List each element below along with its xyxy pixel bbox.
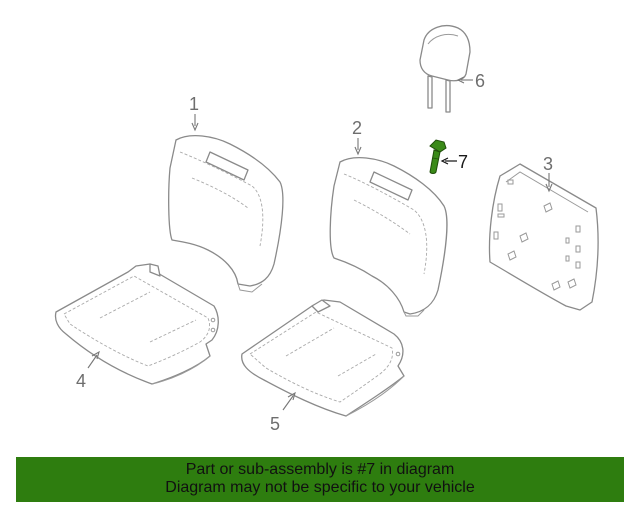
callout-2: 2 xyxy=(352,118,362,138)
banner-line-2: Diagram may not be specific to your vehi… xyxy=(165,479,475,496)
headrest-guide-highlighted[interactable] xyxy=(429,139,447,174)
leader-lines xyxy=(87,76,553,411)
banner-line-1: Part or sub-assembly is #7 in diagram xyxy=(185,461,455,478)
info-banner: Part or sub-assembly is #7 in diagram Di… xyxy=(16,457,624,502)
seat-back-panel[interactable] xyxy=(488,163,599,311)
seat-cushion-right[interactable] xyxy=(241,299,405,417)
callout-4: 4 xyxy=(76,371,86,391)
seat-back-right[interactable] xyxy=(329,156,448,317)
seat-back-left[interactable] xyxy=(168,134,284,293)
parts-diagram: 1 2 3 4 5 6 7 xyxy=(54,25,599,434)
callout-7: 7 xyxy=(458,152,468,172)
headrest[interactable] xyxy=(419,25,471,113)
callout-5: 5 xyxy=(270,414,280,434)
seat-cushion-left[interactable] xyxy=(54,263,219,385)
callout-1: 1 xyxy=(189,94,199,114)
callout-3: 3 xyxy=(543,154,553,174)
callout-6: 6 xyxy=(475,71,485,91)
